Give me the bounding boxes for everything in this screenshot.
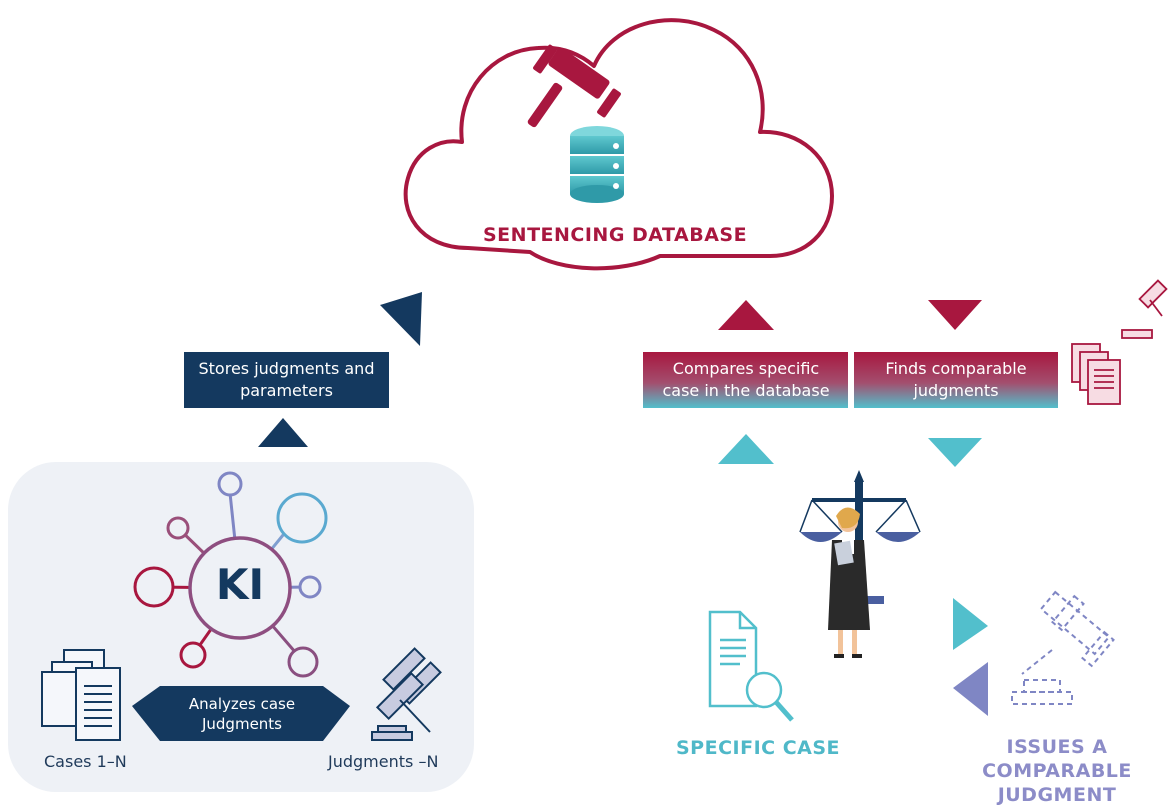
arrow-up-teal [718,434,774,464]
finds-box [854,352,1058,408]
analyzes-banner [132,686,350,741]
gavel-icon [527,44,621,128]
magnifier-document-icon [708,610,794,722]
ai-network-icon [133,471,328,678]
dashed-gavel-icon [1011,590,1115,705]
compares-box [643,352,848,408]
ai-label: KI [215,560,265,609]
arrow-up-navy [258,418,308,447]
arrow-right-teal [953,598,988,650]
compares-label: Compares specific case in the database [662,359,830,400]
arrow-down-teal [928,438,982,467]
arrow-up-crimson [718,300,774,330]
gavels-icon [371,647,442,741]
arrow-down-crimson [928,300,982,330]
cases-caption: Cases 1–N [44,752,127,771]
arrow-left-violet [953,662,988,716]
database-icon [570,126,624,203]
specific-case-title: SPECIFIC CASE [676,737,841,759]
stores-label: Stores judgments and parameters [198,359,375,400]
arrow-to-database [380,292,422,346]
analyzes-label: Analyzes case Judgments [188,694,296,733]
finds-label: Finds comparable judgments [885,359,1027,400]
database-title: SENTENCING DATABASE [483,224,748,246]
issues-title: ISSUES A COMPARABLE JUDGMENT [982,736,1132,806]
documents-icon [41,649,121,741]
judgments-caption: Judgments –N [328,752,439,771]
judge-icon [828,507,870,658]
stores-box [184,352,389,408]
documents-gavel-icon [1071,279,1168,405]
